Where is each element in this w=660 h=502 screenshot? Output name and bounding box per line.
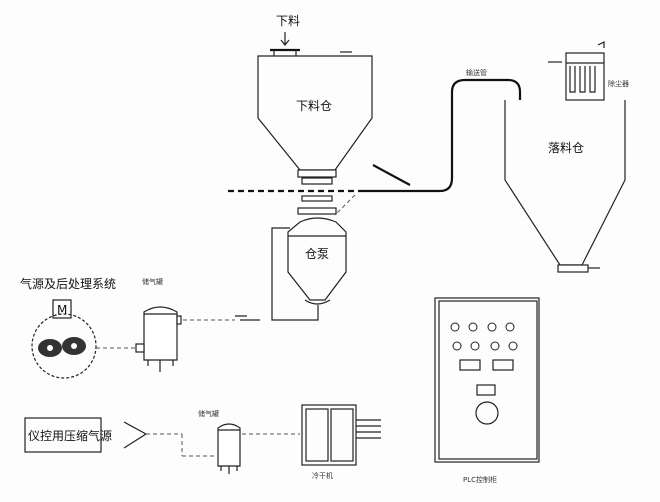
motor-box xyxy=(52,299,72,319)
air-nozzle xyxy=(123,421,148,449)
dryer xyxy=(301,404,381,466)
pump-vessel-label: 仓泵 xyxy=(305,247,329,261)
valve xyxy=(235,315,260,321)
conveying-pipe xyxy=(360,78,522,193)
feed-input-label: 下料 xyxy=(276,14,300,28)
blower xyxy=(31,313,97,379)
receiving-silo-label: 落料仓 xyxy=(548,141,584,155)
blower-rotors xyxy=(38,337,86,357)
pump-vessel xyxy=(287,195,347,305)
plc-cabinet-label: PLC控制柜 xyxy=(463,475,497,484)
motor-label: M xyxy=(57,303,67,317)
conveying-pipe-label: 输送管 xyxy=(466,68,487,77)
air-inlet-pipe xyxy=(271,227,319,321)
air-tank-1 xyxy=(135,306,182,372)
receiving-silo xyxy=(504,100,626,273)
instrument-air-label: 仪控用压缩气源 xyxy=(28,428,112,443)
dust-collector xyxy=(548,41,605,101)
dust-collector-label: 除尘器 xyxy=(608,79,629,88)
feed-hopper-label: 下料仓 xyxy=(296,99,332,113)
air-tank-2-label: 储气罐 xyxy=(198,409,219,418)
air-source-label: 气源及后处理系统 xyxy=(20,276,116,291)
plc-cabinet xyxy=(434,297,540,463)
air-tank-2 xyxy=(217,423,241,474)
air-tank-1-label: 储气罐 xyxy=(142,277,163,286)
instrument-air-box xyxy=(24,417,102,453)
branch-pipe xyxy=(372,164,411,186)
feed-hopper xyxy=(257,32,373,185)
dryer-label: 冷干机 xyxy=(312,471,333,480)
